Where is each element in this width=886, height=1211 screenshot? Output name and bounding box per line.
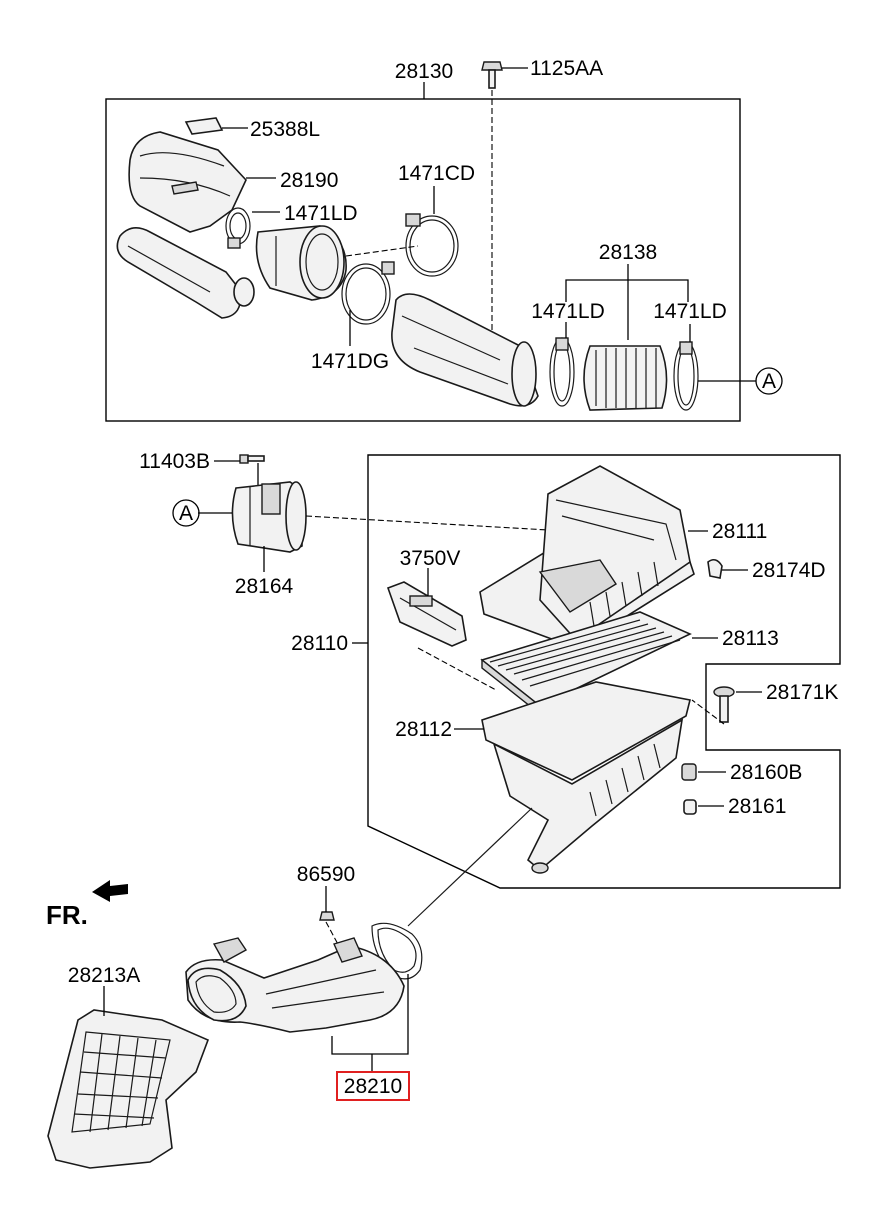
label-28138: 28138 — [599, 241, 657, 264]
highlight-box-28210 — [336, 1071, 410, 1101]
grommet-28160b — [681, 763, 697, 781]
label-28190: 28190 — [280, 169, 338, 192]
label-28130: 28130 — [395, 60, 453, 83]
grille-duct-28213a — [47, 1009, 210, 1169]
assembly-box-28130 — [105, 98, 741, 422]
cover-28111 — [479, 465, 695, 649]
label-28174d: 28174D — [752, 559, 826, 582]
bolt-1125aa — [481, 61, 503, 89]
label-1471cd: 1471CD — [398, 162, 475, 185]
label-28113: 28113 — [722, 627, 779, 650]
label-28210[interactable]: 28210 — [344, 1075, 402, 1098]
clip-28174d — [707, 558, 723, 579]
clamp-1471dg — [341, 261, 395, 325]
label-11403b: 11403B — [139, 450, 210, 473]
label-28171k: 28171K — [766, 681, 838, 704]
callout-a-mid — [172, 499, 200, 527]
clamp-1471ld-right — [673, 341, 699, 411]
label-1471ld-mid: 1471LD — [531, 300, 605, 323]
sensor-housing-28164 — [231, 481, 307, 553]
label-1125aa: 1125AA — [530, 57, 603, 80]
label-1471ld-top: 1471LD — [284, 202, 358, 225]
lower-body-28112 — [481, 681, 691, 874]
label-28112: 28112 — [395, 718, 452, 741]
label-28164: 28164 — [235, 575, 294, 598]
resonator-28190 — [116, 131, 255, 319]
callout-a-mid-label: A — [179, 502, 193, 525]
bolt-11403b — [239, 454, 265, 464]
intake-hose — [391, 293, 539, 407]
label-1471ld-right: 1471LD — [653, 300, 727, 323]
clamp-1471ld-mid — [549, 337, 575, 407]
label-25388l: 25388L — [250, 118, 320, 141]
label-86590: 86590 — [297, 863, 355, 886]
assembly-box-28110 — [367, 454, 841, 889]
front-label: FR. — [46, 900, 88, 930]
callout-a-top — [755, 367, 783, 395]
label-28161: 28161 — [728, 795, 786, 818]
label-3750v: 3750V — [400, 547, 461, 570]
label-plate-25388l — [184, 117, 224, 135]
label-28160b: 28160B — [730, 761, 802, 784]
label-28213a: 28213A — [68, 964, 140, 987]
bracket-3750v — [386, 581, 467, 647]
clamp-1471ld-top — [225, 207, 251, 249]
front-arrow-icon — [92, 880, 128, 902]
nut-86590 — [319, 911, 335, 921]
bolt-28171k — [713, 686, 735, 723]
label-1471dg: 1471DG — [311, 350, 389, 373]
hose-connector — [255, 225, 347, 301]
label-28111: 28111 — [712, 520, 767, 543]
duct-28210 — [185, 937, 405, 1033]
label-28110: 28110 — [291, 632, 348, 655]
callout-a-top-label: A — [762, 370, 776, 393]
clamp-1471cd — [405, 213, 459, 277]
collar-28161 — [683, 799, 697, 815]
bellows-hose — [583, 345, 668, 411]
